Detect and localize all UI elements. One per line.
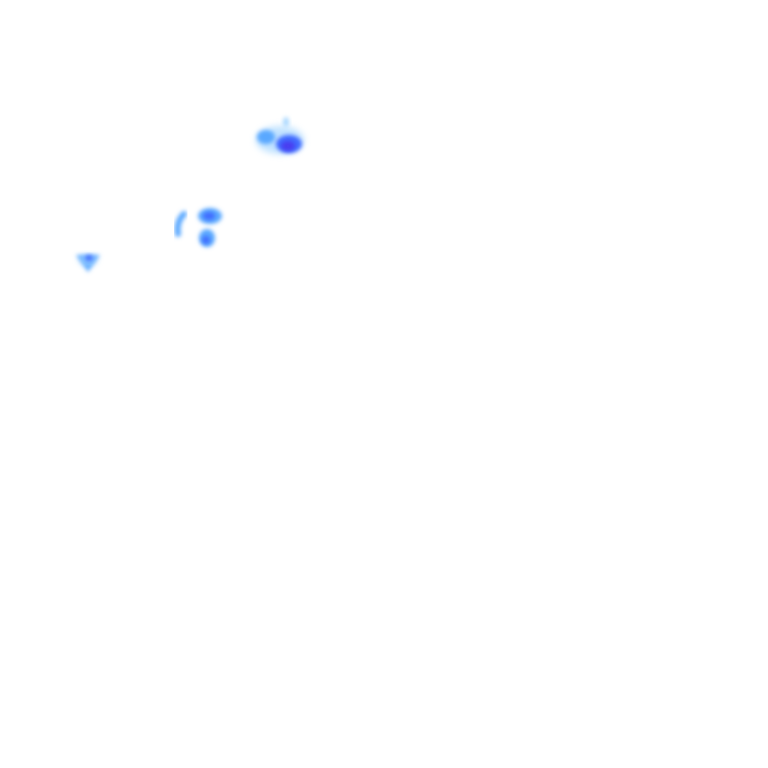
- radar-echo-north: [256, 117, 304, 154]
- radar-echo-middle-arc: [174, 211, 187, 237]
- radar-echo-middle: [198, 208, 222, 247]
- radar-echo-west: [76, 255, 100, 272]
